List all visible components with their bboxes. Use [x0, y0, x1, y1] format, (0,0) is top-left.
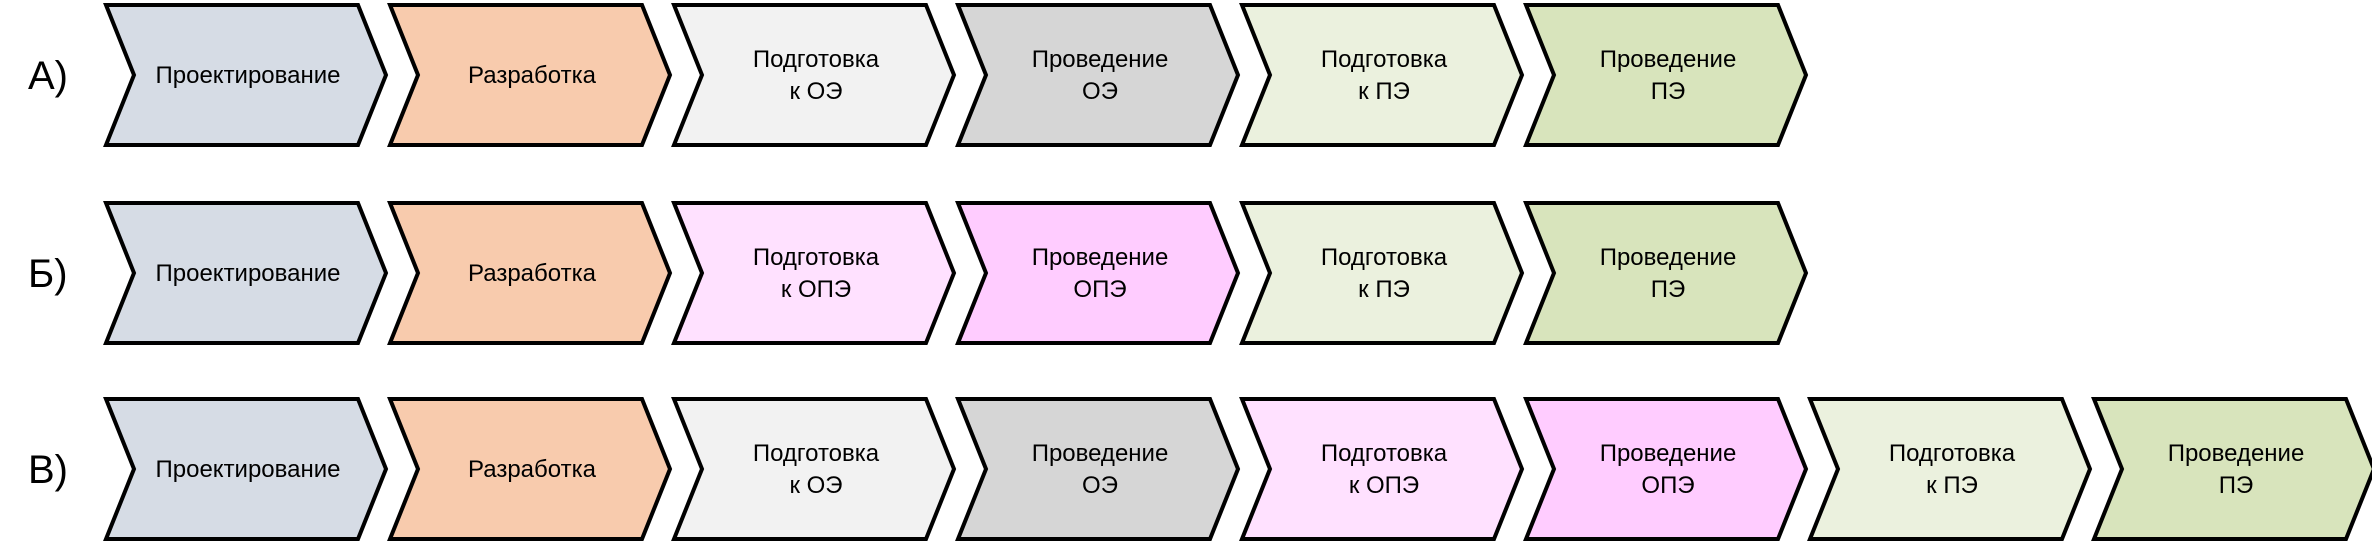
process-step-chevron [671, 397, 957, 541]
process-step: Подготовка к ОЭ [671, 397, 957, 541]
process-step-label: Подготовка [1889, 440, 2016, 467]
process-step-label: ПЭ [1651, 276, 1686, 303]
process-step-label: Подготовка [1321, 244, 1448, 271]
process-step: Разработка [387, 3, 673, 147]
process-step-chevron [103, 397, 389, 541]
process-step: Разработка [387, 397, 673, 541]
row-label: Б) [28, 252, 68, 296]
process-step: Подготовка к ОПЭ [671, 201, 957, 345]
process-step-chevron [103, 3, 389, 147]
row-label: В) [28, 448, 68, 492]
process-step-chevron [1807, 397, 2093, 541]
process-step-label: Проектирование [156, 456, 341, 483]
process-step-chevron [955, 3, 1241, 147]
process-step-label: ПЭ [2219, 472, 2254, 499]
process-step-chevron [387, 201, 673, 345]
process-step-label: ОПЭ [1641, 472, 1694, 499]
process-step-chevron [1239, 3, 1525, 147]
process-step-label: Проведение [1600, 46, 1737, 73]
process-step-label: Проведение [1032, 244, 1169, 271]
process-step: Подготовка к ПЭ [1239, 3, 1525, 147]
process-step-chevron [1239, 397, 1525, 541]
process-step-label: Разработка [468, 456, 597, 483]
process-step-chevron [1523, 397, 1809, 541]
process-step-chevron [1523, 201, 1809, 345]
process-step: Проектирование [103, 397, 389, 541]
process-row: Б) Проектирование Разработка Подготовка к ОП… [28, 201, 1809, 345]
process-step-chevron [2091, 397, 2372, 541]
process-step-chevron [103, 201, 389, 345]
process-step-label: к ОЭ [789, 472, 842, 499]
process-step-label: к ПЭ [1926, 472, 1978, 499]
process-step-chevron [955, 397, 1241, 541]
process-row: А) Проектирование Разработка Подготовка к ОЭ… [28, 3, 1809, 147]
process-step: Разработка [387, 201, 673, 345]
process-step-label: Проведение [1032, 46, 1169, 73]
process-step-label: Проведение [1600, 244, 1737, 271]
process-step-label: Разработка [468, 62, 597, 89]
process-step-label: Проведение [1600, 440, 1737, 467]
process-step-label: ОПЭ [1073, 276, 1126, 303]
process-step: Подготовка к ПЭ [1807, 397, 2093, 541]
process-step-chevron [671, 201, 957, 345]
process-step: Подготовка к ОЭ [671, 3, 957, 147]
process-step-chevron [387, 397, 673, 541]
process-step-chevron [671, 3, 957, 147]
process-step: Проектирование [103, 3, 389, 147]
process-step-label: Подготовка [1321, 46, 1448, 73]
process-step: Проектирование [103, 201, 389, 345]
process-step-label: Подготовка [1321, 440, 1448, 467]
process-step-label: Разработка [468, 260, 597, 287]
process-step-chevron [387, 3, 673, 147]
process-step-label: Проектирование [156, 260, 341, 287]
row-label: А) [28, 54, 68, 98]
process-step-label: Проведение [2168, 440, 2305, 467]
process-step-chevron [1523, 3, 1809, 147]
process-step-label: к ОПЭ [781, 276, 851, 303]
process-step-label: Проведение [1032, 440, 1169, 467]
process-step-chevron [1239, 201, 1525, 345]
process-step-label: к ОЭ [789, 78, 842, 105]
process-step-label: к ПЭ [1358, 276, 1410, 303]
process-step-label: Проектирование [156, 62, 341, 89]
process-step-label: Подготовка [753, 440, 880, 467]
process-row: В) Проектирование Разработка Подготовка к ОЭ… [28, 397, 2372, 541]
process-step-chevron [955, 201, 1241, 345]
process-step-label: к ПЭ [1358, 78, 1410, 105]
process-step-label: Подготовка [753, 244, 880, 271]
process-step-label: Подготовка [753, 46, 880, 73]
process-step-label: ПЭ [1651, 78, 1686, 105]
process-step-label: ОЭ [1082, 78, 1118, 105]
process-step: Подготовка к ПЭ [1239, 201, 1525, 345]
process-step: Подготовка к ОПЭ [1239, 397, 1525, 541]
process-step-label: ОЭ [1082, 472, 1118, 499]
process-step-label: к ОПЭ [1349, 472, 1419, 499]
